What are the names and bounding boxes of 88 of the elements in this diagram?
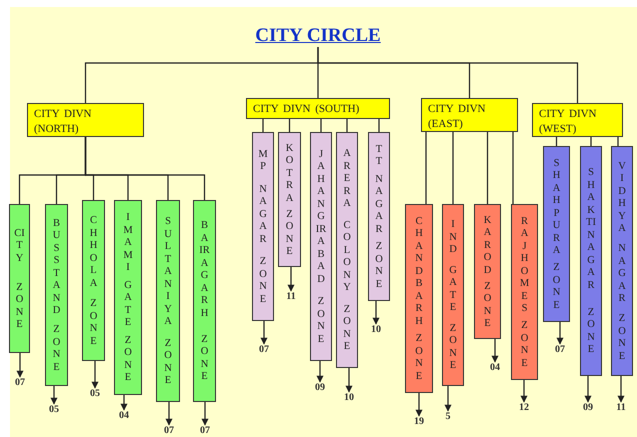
zone-count: 5 — [436, 411, 460, 423]
zone-label: JAHANGIRABAD ZONE — [314, 148, 328, 347]
arrow — [260, 321, 268, 345]
zone-count: 11 — [279, 291, 303, 303]
zone-label: KAROD ZONE — [482, 214, 492, 331]
zone-label: IND GATE ZONE — [448, 218, 458, 374]
zone-label: BAIRAGARH ZONE — [198, 219, 211, 384]
zone-box — [368, 132, 390, 301]
zone-box — [405, 204, 433, 393]
zone-label: CITY ZONE — [13, 226, 26, 332]
division-box: CITY DIVN (SOUTH) — [246, 98, 390, 119]
arrow — [16, 353, 24, 378]
zone-label: SHAKTINAGAR ZONE — [585, 166, 597, 358]
connector-line — [320, 119, 322, 132]
zone-box — [336, 132, 358, 368]
zone-box — [82, 200, 105, 361]
zone-count: 09 — [576, 402, 600, 414]
title-heading: CITY CIRCLE — [255, 25, 381, 47]
zone-label: IMAMI GATE ZONE — [122, 211, 134, 386]
zone-label: BUSSTAND ZONE — [52, 216, 62, 375]
zone-label: SULTANIYA ZONE — [163, 215, 173, 388]
arrow — [618, 376, 624, 403]
arrow — [520, 380, 528, 403]
zone-count: 09 — [308, 382, 332, 394]
zone-count: 07 — [548, 344, 572, 356]
arrow — [316, 361, 324, 383]
zone-box — [252, 132, 274, 321]
connector-line — [84, 137, 206, 200]
arrow — [444, 386, 452, 412]
arrow — [584, 376, 592, 403]
arrow — [556, 322, 564, 345]
arrow — [288, 267, 294, 292]
division-box: CITY DIVN (EAST) — [421, 98, 518, 132]
zone-count: 05 — [42, 404, 66, 416]
zone-box — [156, 200, 180, 402]
zone-box — [543, 146, 570, 322]
zone-count: 07 — [193, 425, 217, 437]
arrow — [372, 301, 380, 325]
zone-box — [193, 200, 216, 402]
zone-box — [511, 204, 538, 380]
division-box: CITY DIVN (WEST) — [532, 103, 623, 137]
zone-box — [580, 146, 602, 376]
zone-label: ARERA COLONY ZONE — [342, 147, 352, 354]
zone-box — [114, 200, 142, 395]
arrow — [166, 402, 172, 426]
arrow — [492, 339, 498, 363]
zone-count: 10 — [337, 392, 361, 404]
zone-count: 07 — [157, 425, 181, 437]
zone-box — [474, 204, 501, 339]
zone-box — [278, 132, 301, 267]
zone-label: SHAHPURA ZONE — [552, 156, 562, 313]
zone-count: 04 — [112, 410, 136, 422]
zone-box — [442, 204, 464, 386]
zone-label: CHANDBARH ZONE — [414, 214, 424, 384]
connector-line — [425, 132, 427, 204]
zone-label: KOTRA ZONE — [284, 142, 294, 259]
arrow — [120, 395, 128, 411]
zone-label: CHHOLA ZONE — [88, 214, 98, 348]
zone-label: RAJHOMES ZONE — [518, 214, 530, 371]
zone-count: 19 — [407, 416, 431, 428]
arrow — [346, 368, 352, 393]
connector-line — [512, 132, 514, 204]
zone-box — [45, 204, 68, 386]
connector-line — [317, 47, 578, 103]
zone-label: MP NAGAR ZONE — [257, 148, 269, 307]
connector-line — [452, 132, 454, 204]
connector-line — [346, 119, 348, 132]
zone-count: 07 — [8, 377, 32, 389]
zone-label: TT NAGAR ZONE — [374, 142, 384, 292]
zone-box — [310, 132, 332, 361]
zone-count: 04 — [483, 362, 507, 374]
zone-count: 07 — [252, 344, 276, 356]
connector-line — [288, 119, 290, 132]
zone-box — [611, 146, 633, 376]
connector-line — [486, 132, 488, 204]
zone-count: 12 — [512, 402, 536, 414]
zone-count: 10 — [364, 324, 388, 336]
zone-label: VIDHYA NAGAR ZONE — [617, 160, 627, 364]
division-box: CITY DIVN (NORTH) — [27, 103, 144, 137]
zone-box — [9, 204, 30, 353]
arrow — [416, 393, 422, 417]
connector-line — [378, 119, 380, 132]
connector-line — [262, 119, 264, 132]
arrow — [50, 386, 58, 405]
zone-count: 11 — [609, 402, 633, 414]
arrow — [202, 402, 208, 426]
zone-count: 05 — [83, 388, 107, 400]
arrow — [92, 361, 98, 389]
